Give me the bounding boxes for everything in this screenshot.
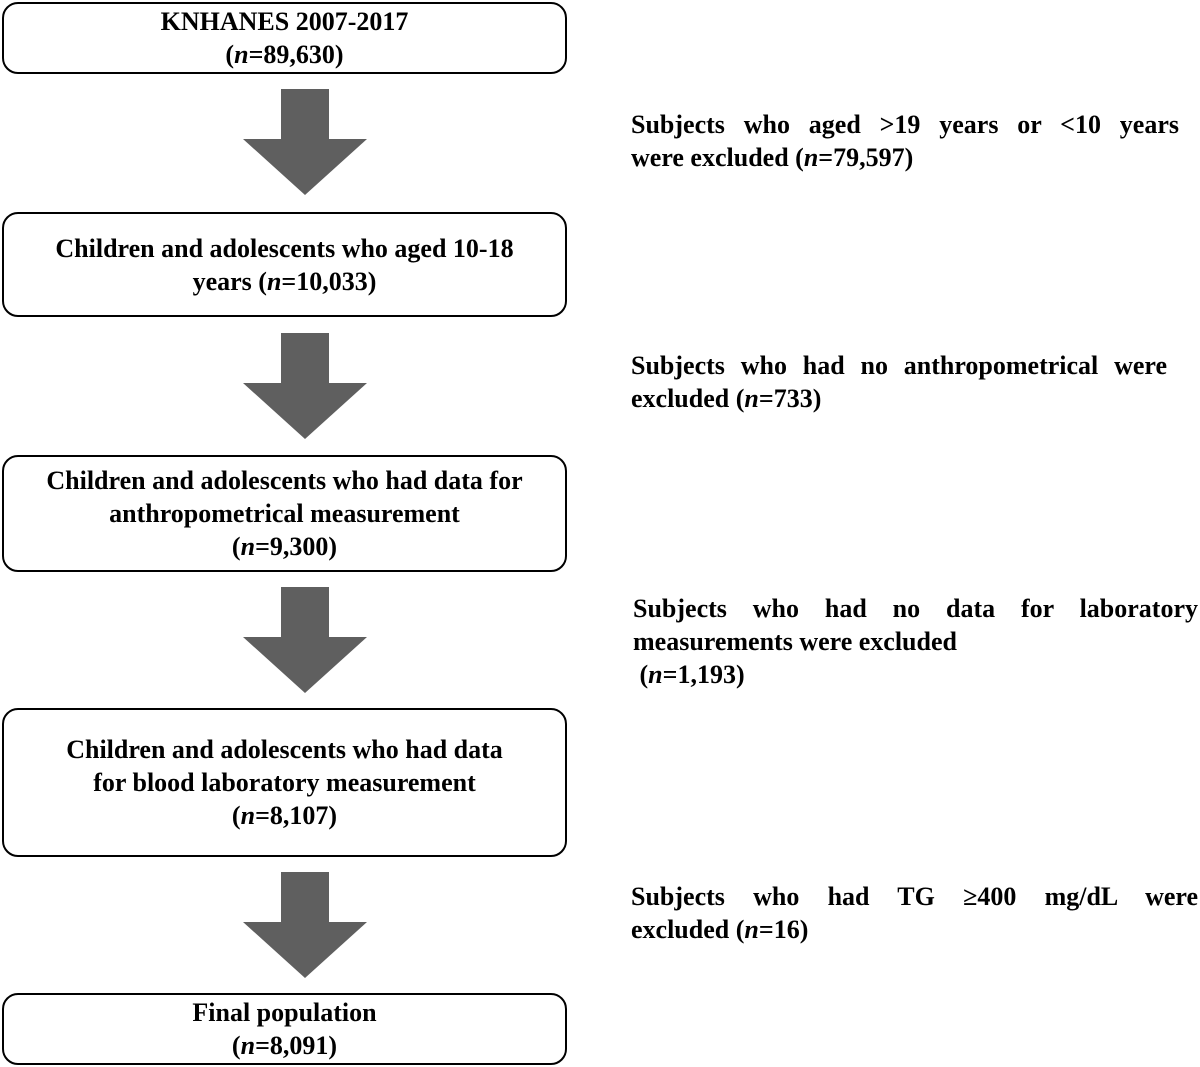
box-title: KNHANES 2007-2017: [160, 7, 409, 36]
box-title: Children and adolescents who had data fo…: [46, 466, 523, 495]
box-count: (n=8,091): [231, 1031, 338, 1060]
note-line: were excluded (n=79,597): [631, 141, 1179, 174]
exclusion-note-anthropometric: Subjects who had no anthropometrical wer…: [631, 349, 1167, 415]
note-text: excluded (: [631, 384, 745, 413]
equals-sign: =: [255, 1031, 270, 1060]
box-title: for blood laboratory measurement: [93, 768, 476, 797]
box-title: Final population: [192, 998, 377, 1027]
count-value: 79,597: [833, 143, 905, 172]
flow-box-aged-10-18: Children and adolescents who aged 10-18 …: [2, 212, 567, 317]
equals-sign: =: [248, 40, 264, 69]
arrow-shape: [243, 587, 367, 693]
box-count: (n=9,300): [231, 532, 338, 561]
equals-sign: =: [662, 660, 678, 689]
count-close: ): [904, 143, 914, 172]
note-line: excluded (n=16): [631, 913, 1198, 946]
exclusion-note-laboratory: Subjects who had no data for laboratory …: [633, 592, 1198, 691]
box-title: anthropometrical measurement: [109, 499, 460, 528]
box-title: Children and adolescents who had data: [66, 735, 503, 764]
box-count: (n=89,630): [225, 40, 344, 69]
count-value: 8,091: [269, 1031, 329, 1060]
box-count: years (n=10,033): [193, 265, 377, 298]
count-value: 8,107: [269, 801, 329, 830]
down-arrow-icon: [243, 872, 367, 978]
count-close: ): [328, 532, 338, 561]
equals-sign: =: [818, 143, 834, 172]
box-title: Children and adolescents who aged 10-18: [55, 233, 514, 263]
n-symbol: n: [803, 143, 819, 172]
box-text: years (: [192, 266, 267, 296]
count-value: 10,033: [296, 266, 368, 296]
flow-box-knhanes: KNHANES 2007-2017 (n=89,630): [2, 2, 567, 74]
down-arrow-icon: [243, 333, 367, 439]
note-line: Subjects who had TG ≥400 mg/dL were: [631, 882, 1198, 911]
n-symbol: n: [234, 40, 249, 69]
n-symbol: n: [266, 266, 282, 296]
equals-sign: =: [758, 384, 774, 413]
note-text: were excluded (: [631, 143, 804, 172]
arrow-shape: [243, 333, 367, 439]
count-value: 9,300: [269, 532, 329, 561]
down-arrow-icon: [243, 89, 367, 195]
n-symbol: n: [240, 1031, 256, 1060]
note-text: (: [633, 660, 649, 689]
n-symbol: n: [240, 532, 256, 561]
count-value: 733: [773, 384, 813, 413]
arrow-shape: [243, 872, 367, 978]
equals-sign: =: [281, 266, 297, 296]
count-value: 89,630: [263, 40, 335, 69]
flow-box-final-population: Final population (n=8,091): [2, 993, 567, 1065]
count-close: ): [367, 266, 377, 296]
exclusion-note-triglyceride: Subjects who had TG ≥400 mg/dL were excl…: [631, 880, 1198, 946]
count-close: ): [812, 384, 822, 413]
count-close: ): [735, 660, 745, 689]
note-line: Subjects who aged >19 years or <10 years: [631, 110, 1179, 139]
count-close: ): [328, 1031, 338, 1060]
count-close: ): [799, 915, 809, 944]
count-close: ): [334, 40, 344, 69]
n-symbol: n: [744, 384, 759, 413]
down-arrow-icon: [243, 587, 367, 693]
note-text: excluded (: [631, 915, 745, 944]
n-symbol: n: [744, 915, 759, 944]
equals-sign: =: [758, 915, 774, 944]
count-value: 1,193: [677, 660, 736, 689]
flow-box-blood-laboratory: Children and adolescents who had data fo…: [2, 708, 567, 857]
n-symbol: n: [240, 801, 256, 830]
count-value: 16: [773, 915, 800, 944]
note-line: measurements were excluded: [633, 627, 957, 656]
note-line: Subjects who had no data for laboratory: [633, 594, 1198, 623]
equals-sign: =: [255, 532, 270, 561]
box-count: (n=8,107): [231, 801, 338, 830]
flow-box-anthropometric: Children and adolescents who had data fo…: [2, 455, 567, 572]
note-line: (n=1,193): [633, 658, 1198, 691]
arrow-shape: [243, 89, 367, 195]
equals-sign: =: [255, 801, 270, 830]
count-close: ): [328, 801, 338, 830]
n-symbol: n: [648, 660, 663, 689]
note-line: excluded (n=733): [631, 382, 1167, 415]
note-line: Subjects who had no anthropometrical wer…: [631, 351, 1167, 380]
exclusion-note-age: Subjects who aged >19 years or <10 years…: [631, 108, 1179, 174]
